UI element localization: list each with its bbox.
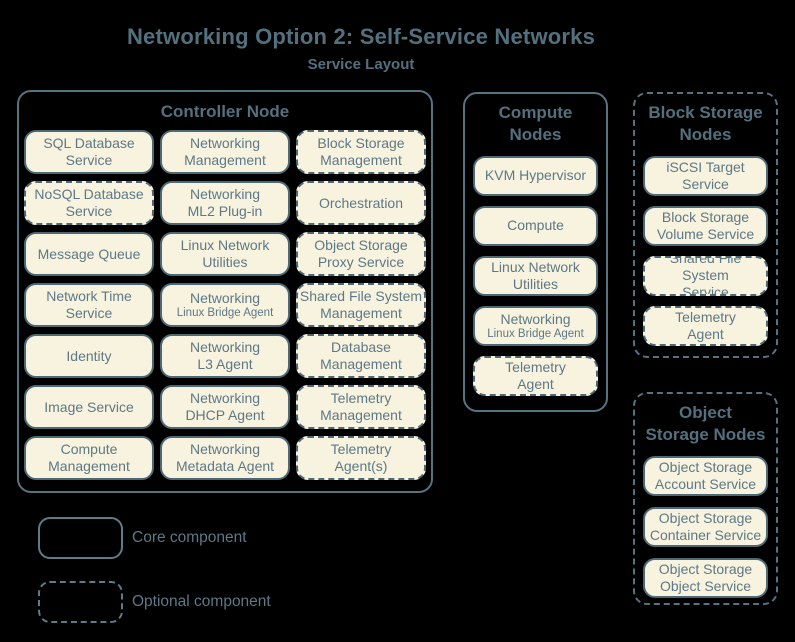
controller-columns: SQL Database Service NoSQL Database Serv… <box>19 130 431 481</box>
box-label: Shared File System Service <box>669 255 742 296</box>
legend-optional-swatch <box>38 581 123 623</box>
box-label: SQL Database Service <box>43 135 135 169</box>
legend-core-label: Core component <box>132 529 247 546</box>
box-label: Networking DHCP Agent <box>185 390 265 424</box>
box-label: Message Queue <box>37 245 141 262</box>
box-label: Networking <box>189 290 261 307</box>
box-label: Object Storage Object Service <box>658 560 753 594</box>
box-label: Telemetry Agent <box>675 308 736 342</box>
controller-column-3: Block Storage Management Orchestration O… <box>296 130 426 481</box>
box-compute: Compute <box>473 205 598 246</box>
box-sublabel: Linux Bridge Agent <box>487 327 584 340</box>
box-label: iSCSI Target Service <box>666 158 745 192</box>
box-label: Block Storage Management <box>317 135 405 169</box>
box-object-storage-proxy-service: Object Storage Proxy Service <box>296 232 426 277</box>
controller-node-container: Controller Node SQL Database Service NoS… <box>17 90 433 493</box>
compute-stack: KVM Hypervisor Compute Linux Network Uti… <box>465 155 606 396</box>
box-database-management: Database Management <box>296 334 426 379</box>
legend-optional-row: Optional component <box>38 581 271 623</box>
box-object-storage-container-service: Object Storage Container Service <box>643 506 768 547</box>
box-networking-dhcp-agent: Networking DHCP Agent <box>160 385 290 430</box>
box-label: Block Storage Volume Service <box>656 208 755 242</box>
box-networking-ml2-plugin: Networking ML2 Plug-in <box>160 181 290 226</box>
controller-column-1: SQL Database Service NoSQL Database Serv… <box>24 130 154 481</box>
box-identity: Identity <box>24 334 154 379</box>
box-network-time-service: Network Time Service <box>24 283 154 328</box>
box-telemetry-agent-compute: Telemetry Agent <box>473 355 598 396</box>
box-telemetry-agent-block: Telemetry Agent <box>643 305 768 346</box>
box-label: Telemetry Management <box>320 390 402 424</box>
box-block-storage-volume-service: Block Storage Volume Service <box>643 205 768 246</box>
box-label: KVM Hypervisor <box>484 167 587 184</box>
box-label: Network Time Service <box>46 288 132 322</box>
box-label: Object Storage Account Service <box>654 458 757 492</box>
box-label: Linux Network Utilities <box>180 237 270 271</box>
block-storage-nodes-header: Block Storage Nodes <box>648 103 763 145</box>
box-sublabel: Linux Bridge Agent <box>176 307 274 320</box>
page-title: Networking Option 2: Self-Service Networ… <box>126 24 596 49</box>
box-label: NoSQL Database Service <box>34 186 144 220</box>
box-networking-l3-agent: Networking L3 Agent <box>160 334 290 379</box>
legend-optional-label: Optional component <box>132 593 271 610</box>
box-label: Object Storage Container Service <box>649 509 762 543</box>
box-message-queue: Message Queue <box>24 232 154 277</box>
box-shared-file-system-service: Shared File System Service <box>643 255 768 296</box>
box-compute-management: Compute Management <box>24 436 154 481</box>
box-label: Orchestration <box>318 194 404 211</box>
box-object-storage-object-service: Object Storage Object Service <box>643 557 768 598</box>
box-label: Image Service <box>44 398 134 415</box>
box-linux-network-utilities-compute: Linux Network Utilities <box>473 255 598 296</box>
box-shared-file-system-management: Shared File System Management <box>296 283 426 328</box>
box-label: Shared File System Management <box>299 288 423 322</box>
object-storage-stack: Object Storage Account Service Object St… <box>635 455 776 598</box>
box-object-storage-account-service: Object Storage Account Service <box>643 455 768 496</box>
box-kvm-hypervisor: KVM Hypervisor <box>473 155 598 196</box>
box-label: Networking <box>500 310 571 327</box>
box-iscsi-target-service: iSCSI Target Service <box>643 155 768 196</box>
box-label: Compute Management <box>48 441 130 475</box>
box-label: Telemetry Agent(s) <box>330 441 392 475</box>
controller-node-header: Controller Node <box>160 102 290 121</box>
box-orchestration: Orchestration <box>296 181 426 226</box>
box-networking-management: Networking Management <box>160 130 290 175</box>
controller-column-2: Networking Management Networking ML2 Plu… <box>160 130 290 481</box>
box-networking-metadata-agent: Networking Metadata Agent <box>160 436 290 481</box>
box-label: Identity <box>66 347 112 364</box>
legend-core-row: Core component <box>38 517 247 559</box>
box-image-service: Image Service <box>24 385 154 430</box>
page-subtitle: Service Layout <box>307 56 415 73</box>
object-storage-nodes-header: Object Storage Nodes <box>645 403 766 445</box>
legend-core-swatch <box>38 517 123 559</box>
block-storage-nodes-container: Block Storage Nodes iSCSI Target Service… <box>633 92 778 358</box>
block-storage-stack: iSCSI Target Service Block Storage Volum… <box>635 155 776 346</box>
title-block: Networking Option 2: Self-Service Networ… <box>0 24 722 73</box>
box-linux-network-utilities: Linux Network Utilities <box>160 232 290 277</box>
box-label: Networking ML2 Plug-in <box>187 186 263 220</box>
compute-nodes-container: Compute Nodes KVM Hypervisor Compute Lin… <box>463 92 608 412</box>
box-label: Networking L3 Agent <box>189 339 261 373</box>
box-block-storage-management: Block Storage Management <box>296 130 426 175</box>
box-nosql-database-service: NoSQL Database Service <box>24 181 154 226</box>
box-label: Database Management <box>320 339 402 373</box>
box-telemetry-management: Telemetry Management <box>296 385 426 430</box>
box-label: Object Storage Proxy Service <box>314 237 408 271</box>
box-label: Networking Management <box>184 135 266 169</box>
box-sql-database-service: SQL Database Service <box>24 130 154 175</box>
compute-nodes-header: Compute Nodes <box>498 103 573 145</box>
box-label: Linux Network Utilities <box>491 258 580 292</box>
box-label: Networking Metadata Agent <box>175 441 275 475</box>
box-label: Telemetry Agent <box>505 358 566 392</box>
object-storage-nodes-container: Object Storage Nodes Object Storage Acco… <box>633 392 778 605</box>
box-telemetry-agents: Telemetry Agent(s) <box>296 436 426 481</box>
box-label: Compute <box>507 217 564 234</box>
